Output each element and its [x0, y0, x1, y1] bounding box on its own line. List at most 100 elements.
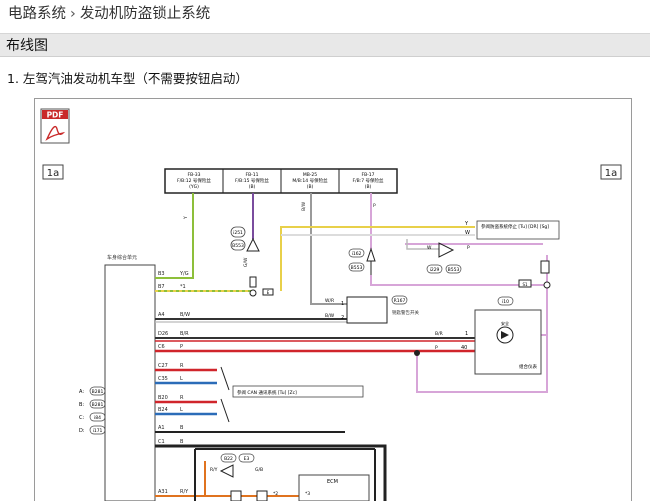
page-tag-right: 1a: [600, 164, 622, 180]
svg-text:B/W: B/W: [301, 201, 307, 211]
svg-text:E: E: [267, 290, 270, 295]
svg-text:FB-11: FB-11: [245, 172, 258, 178]
svg-text:P: P: [435, 345, 438, 351]
ecm-and-sensors: B22 E3 R/Y G/B ECM *2 *3: [194, 448, 376, 501]
svg-text:(YG): (YG): [189, 184, 199, 190]
svg-text:B: B: [180, 425, 184, 431]
svg-text:B:: B:: [79, 402, 84, 408]
svg-text:B/W: B/W: [180, 312, 190, 318]
wiring-diagram-svg: PDF 1a 1a FB-33 F/B:12 号保险丝 (YG) FB-11 F…: [40, 108, 622, 501]
svg-text:Y/G: Y/G: [179, 271, 189, 277]
svg-text:i171: i171: [93, 428, 103, 434]
svg-text:B553: B553: [448, 267, 460, 273]
svg-text:B553: B553: [351, 265, 363, 271]
svg-text:ECM: ECM: [327, 479, 338, 485]
svg-text:参阅 CAN 通讯系统 [Tu] [Zc]: 参阅 CAN 通讯系统 [Tu] [Zc]: [237, 389, 297, 396]
svg-text:C27: C27: [158, 363, 168, 369]
svg-text:S1: S1: [522, 282, 528, 287]
svg-text:M/B:14 号保险丝: M/B:14 号保险丝: [292, 177, 328, 184]
wire-bw: [155, 318, 347, 323]
svg-text:A1: A1: [158, 425, 165, 431]
svg-text:FB-17: FB-17: [361, 172, 374, 178]
svg-text:(B): (B): [307, 184, 314, 190]
svg-text:R/Y: R/Y: [180, 489, 189, 495]
svg-text:2: 2: [341, 315, 344, 321]
svg-text:G/B: G/B: [255, 467, 263, 473]
svg-text:B/R: B/R: [180, 331, 189, 337]
svg-text:A31: A31: [158, 489, 168, 495]
unit-pin-labels: B3 B7 A4 D26 C6 C27 C35 B20 B24 A1 C1 A3…: [158, 271, 168, 495]
svg-text:1: 1: [341, 301, 344, 307]
svg-text:1: 1: [465, 331, 468, 337]
svg-text:R167: R167: [394, 298, 406, 304]
wire-yg: [155, 193, 194, 279]
svg-text:钥匙警告开关: 钥匙警告开关: [392, 309, 419, 316]
svg-text:i84: i84: [94, 415, 101, 421]
wire-yellow: [280, 226, 475, 291]
breadcrumb: 电路系统›发动机防盗锁止系统: [8, 2, 210, 23]
svg-text:G/W: G/W: [243, 257, 249, 267]
svg-text:i162: i162: [352, 251, 362, 257]
fuse-fb33: FB-33 F/B:12 号保险丝 (YG): [177, 172, 211, 190]
breadcrumb-root[interactable]: 电路系统: [8, 6, 66, 22]
svg-text:*2: *2: [273, 491, 278, 497]
ref-box-immobilizer[interactable]: 参阅防盗系统停止 [Tu] [DR] [Sg] Y W: [464, 220, 560, 240]
wire-br: [155, 337, 475, 342]
svg-text:W/R: W/R: [325, 298, 334, 304]
fuse-block: FB-33 F/B:12 号保险丝 (YG) FB-11 F/B:15 号保险丝…: [164, 168, 398, 194]
svg-text:F/B:7 号保险丝: F/B:7 号保险丝: [352, 177, 384, 184]
svg-text:F/B:15 号保险丝: F/B:15 号保险丝: [235, 177, 269, 184]
svg-text:i10: i10: [502, 299, 509, 305]
svg-text:安全: 安全: [501, 320, 509, 326]
svg-text:40: 40: [461, 345, 467, 351]
svg-text:C35: C35: [158, 376, 168, 382]
svg-text:(B): (B): [249, 184, 256, 190]
svg-text:(B): (B): [365, 184, 372, 190]
svg-text:W: W: [427, 245, 432, 251]
pdf-label: PDF: [47, 111, 64, 120]
svg-text:B281: B281: [92, 402, 104, 408]
svg-text:C6: C6: [158, 344, 165, 350]
connector-r167-i162: i162 B553: [348, 247, 376, 275]
connector-key-list: A: B281 B: B281 C: i84 D: i171: [79, 386, 106, 435]
svg-text:B22: B22: [224, 456, 233, 462]
wire-white: [281, 234, 475, 250]
svg-text:W: W: [465, 230, 470, 236]
svg-text:R/Y: R/Y: [210, 467, 218, 473]
svg-text:*1: *1: [180, 284, 186, 290]
svg-text:A:: A:: [79, 389, 84, 395]
svg-text:*3: *3: [305, 491, 310, 497]
svg-text:组合仪表: 组合仪表: [519, 363, 537, 370]
wiring-diagram: PDF 1a 1a FB-33 F/B:12 号保险丝 (YG) FB-11 F…: [34, 98, 632, 501]
wire-grey: [310, 193, 347, 305]
svg-text:Y: Y: [183, 216, 189, 220]
svg-text:B3: B3: [158, 271, 165, 277]
wire-color-labels: Y B/W P: [183, 201, 376, 220]
breadcrumb-separator: ›: [70, 6, 76, 22]
svg-text:P: P: [467, 245, 470, 251]
svg-text:B20: B20: [158, 395, 168, 401]
wire-ground: [155, 431, 387, 501]
combination-meter: i10 组合仪表 安全 1 40 B/R P: [414, 296, 542, 375]
page-tag-right-text: 1a: [605, 168, 618, 179]
svg-text:D26: D26: [158, 331, 168, 337]
page-tag-left: 1a: [42, 164, 64, 180]
svg-text:B: B: [180, 439, 184, 445]
svg-text:Y: Y: [464, 221, 469, 227]
ref-box-can[interactable]: 参阅 CAN 通讯系统 [Tu] [Zc]: [232, 385, 364, 398]
body-integrated-unit: 车身综合单元: [104, 254, 156, 501]
key-warning-relay: 1 2 R167 钥匙警告开关 W/R B/W: [325, 295, 419, 324]
svg-text:C1: C1: [158, 439, 165, 445]
svg-text:A4: A4: [158, 312, 165, 318]
svg-text:B7: B7: [158, 284, 165, 290]
svg-text:i251: i251: [233, 230, 243, 236]
svg-text:B/W: B/W: [325, 313, 335, 319]
module-label: 车身综合单元: [107, 254, 137, 261]
svg-text:MB-25: MB-25: [303, 172, 317, 178]
pdf-icon[interactable]: PDF: [40, 108, 70, 144]
breadcrumb-current: 发动机防盗锁止系统: [79, 6, 211, 22]
svg-text:F/B:12 号保险丝: F/B:12 号保险丝: [177, 177, 211, 184]
svg-text:i229: i229: [430, 267, 440, 273]
svg-text:B281: B281: [92, 389, 104, 395]
svg-text:L: L: [180, 376, 183, 382]
